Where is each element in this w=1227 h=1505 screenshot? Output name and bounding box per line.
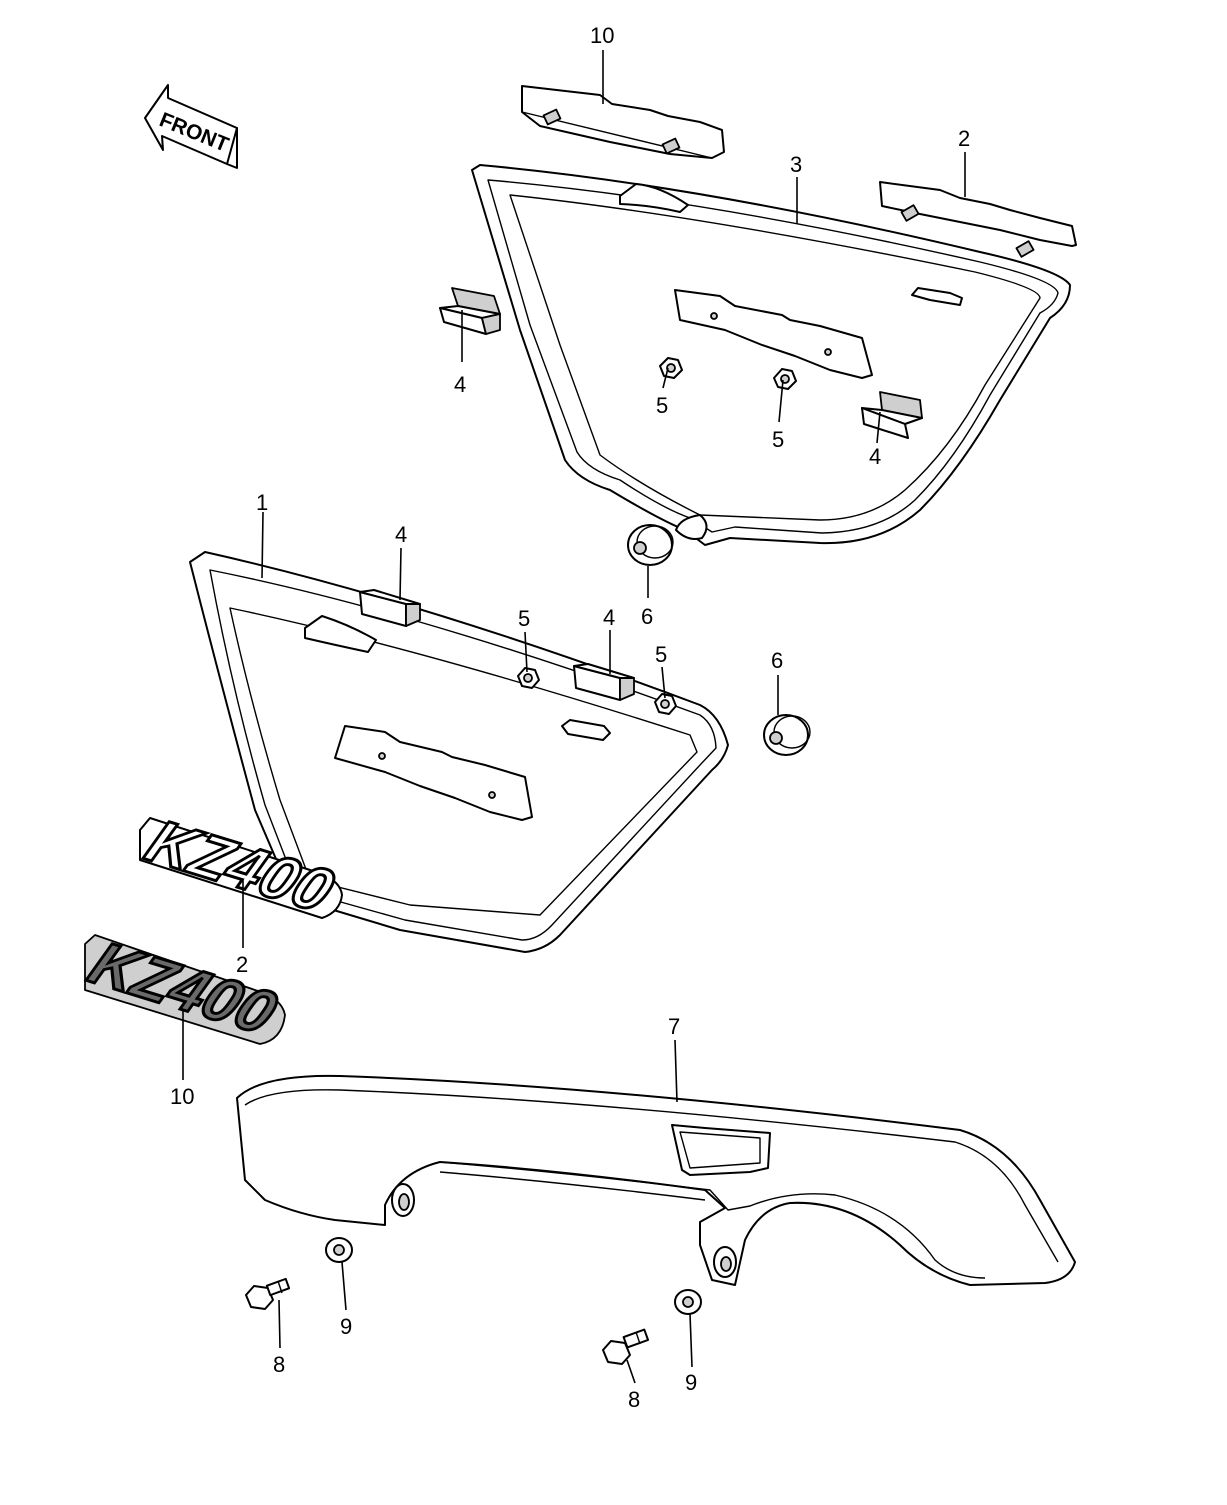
callout-9-a: 9 bbox=[340, 1314, 352, 1339]
grommet-part-6-lower bbox=[763, 714, 811, 756]
callout-6-a: 6 bbox=[641, 604, 653, 629]
washer-part-9-b bbox=[674, 1289, 702, 1315]
leader-lines bbox=[182, 50, 966, 1384]
callout-6-b: 6 bbox=[771, 648, 783, 673]
plate-part-10-top bbox=[521, 85, 725, 159]
callout-2-bottom: 2 bbox=[236, 952, 248, 977]
callout-5-d: 5 bbox=[655, 642, 667, 667]
callout-4-left: 4 bbox=[454, 372, 466, 397]
callout-8-b: 8 bbox=[628, 1387, 640, 1412]
callout-2-top: 2 bbox=[958, 126, 970, 151]
callout-3: 3 bbox=[790, 152, 802, 177]
clip-part-4-upper-left bbox=[439, 287, 501, 335]
nut-part-5-lower-a bbox=[517, 667, 540, 689]
callout-7: 7 bbox=[668, 1014, 680, 1039]
clip-part-4-right bbox=[861, 391, 923, 439]
callout-4-mid: 4 bbox=[395, 522, 407, 547]
callout-5-a: 5 bbox=[656, 393, 668, 418]
callout-5-b: 5 bbox=[772, 427, 784, 452]
bolt-part-8-b bbox=[602, 1328, 650, 1365]
front-arrow-icon: FRONT bbox=[144, 84, 238, 169]
callout-5-c: 5 bbox=[518, 606, 530, 631]
bolt-part-8-a bbox=[245, 1277, 291, 1310]
clip-part-4-mid2 bbox=[573, 663, 635, 701]
callout-10-top: 10 bbox=[590, 23, 614, 48]
nut-part-5-upper-a bbox=[659, 357, 683, 379]
callout-labels: 10 2 3 4 5 5 4 1 4 6 5 4 5 6 2 10 7 9 8 … bbox=[170, 23, 970, 1412]
nut-part-5-upper-b bbox=[773, 368, 797, 390]
side-cover-part-3 bbox=[471, 164, 1071, 546]
callout-4-right: 4 bbox=[869, 444, 881, 469]
callout-8-a: 8 bbox=[273, 1352, 285, 1377]
callout-4-mid2: 4 bbox=[603, 605, 615, 630]
callout-1: 1 bbox=[256, 490, 268, 515]
nut-part-5-lower-b bbox=[654, 693, 677, 715]
plate-part-2-top bbox=[879, 181, 1077, 258]
side-cover-part-1 bbox=[189, 551, 729, 953]
callout-10-bottom: 10 bbox=[170, 1084, 194, 1109]
grommet-part-6-upper bbox=[627, 524, 674, 566]
washer-part-9-a bbox=[325, 1237, 353, 1263]
clip-part-4-mid bbox=[359, 589, 421, 627]
callout-9-b: 9 bbox=[685, 1370, 697, 1395]
chain-guard-part-7 bbox=[236, 1074, 1076, 1286]
